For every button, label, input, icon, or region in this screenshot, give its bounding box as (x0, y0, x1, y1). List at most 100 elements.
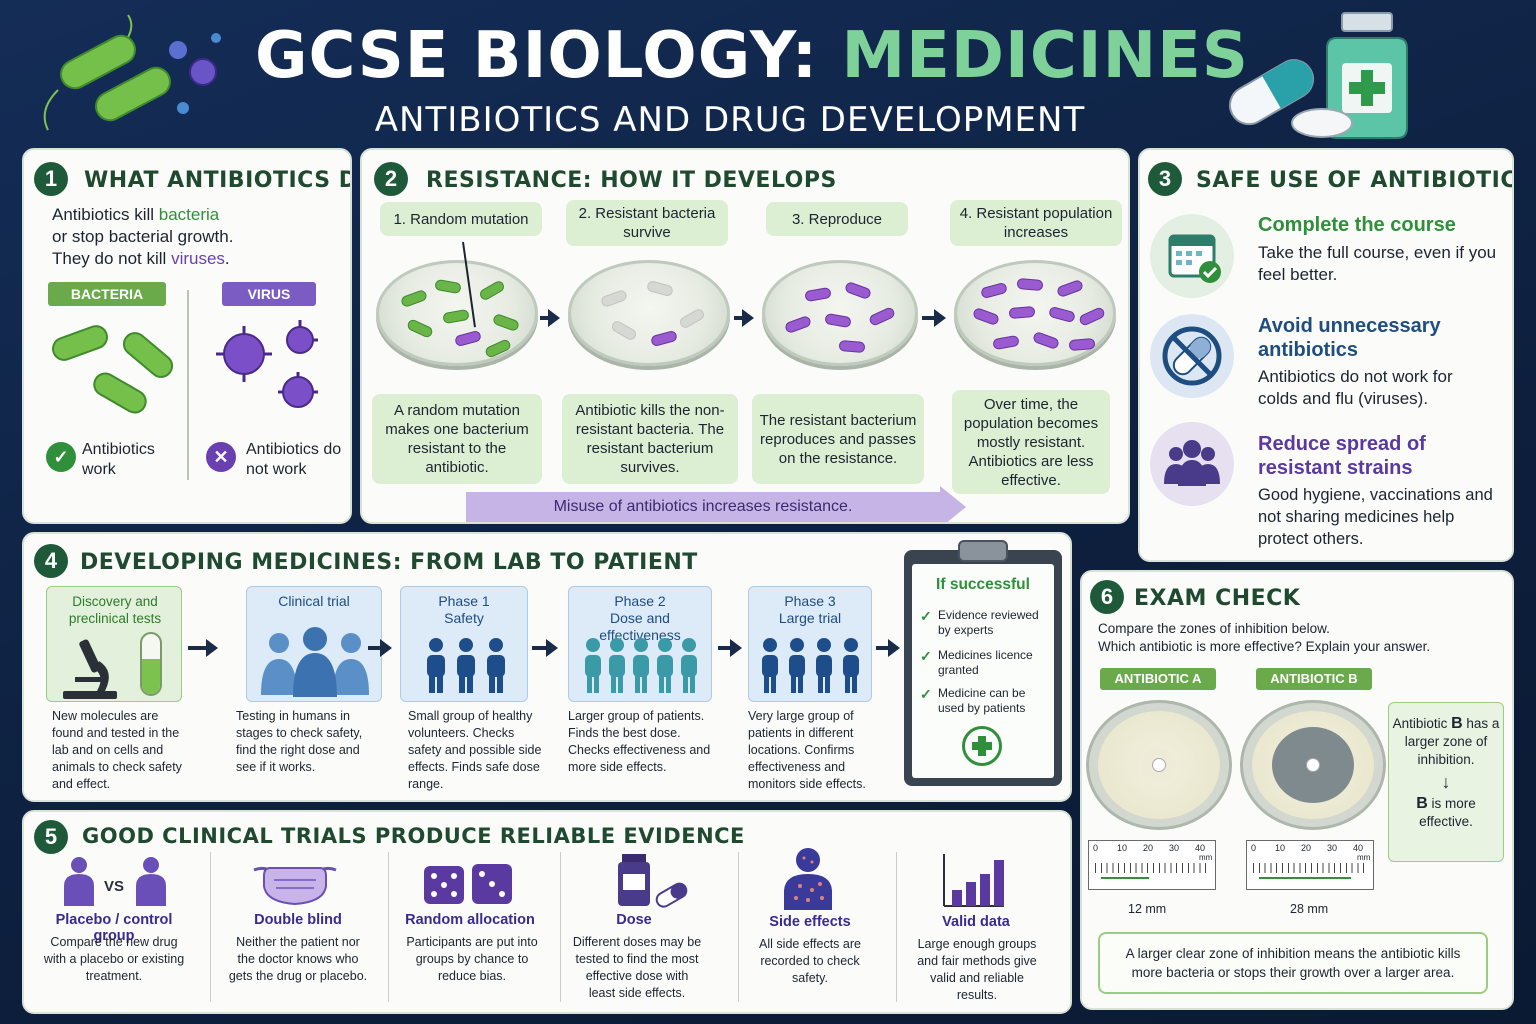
arrow (734, 316, 744, 320)
dice-icon (424, 864, 512, 904)
title-part1: GCSE BIOLOGY: (255, 19, 842, 93)
microscope-icon (63, 639, 117, 699)
no-pills-icon (1150, 314, 1234, 398)
zone-b (1272, 727, 1354, 803)
safe-use-text-2: Antibiotics do not work for colds and fl… (1258, 367, 1453, 408)
section-number: 5 (34, 820, 68, 854)
zone-a-measure: 12 mm (1128, 902, 1167, 916)
control-person-icon (136, 857, 166, 906)
stage-desc-phase-1: Small group of healthy volunteers. Check… (408, 709, 542, 791)
title-part2: MEDICINES (841, 19, 1249, 93)
section-title: WHAT ANTIBIOTICS DO (84, 168, 352, 193)
people-large-group-icon (762, 638, 859, 693)
misuse-arrow-head (940, 486, 966, 522)
ruler-b: 0 10 20 30 40 mm (1246, 840, 1374, 890)
stage-phase-3: Phase 3 Large trial (748, 586, 872, 702)
answer-1: Antibiotic B has a larger zone of inhibi… (1392, 715, 1500, 767)
step-label-2: 2. Resistant bacteria survive (566, 200, 728, 246)
section-title: EXAM CHECK (1134, 586, 1301, 611)
group-people-icon (1150, 422, 1234, 506)
step-label-4: 4. Resistant population increases (950, 200, 1122, 246)
clipboard-clip (958, 540, 1008, 562)
petri-dish-2 (568, 260, 730, 366)
cross-icon: ✕ (206, 442, 236, 472)
pills-bottle-icon (1228, 12, 1408, 139)
arrow-head (934, 309, 946, 327)
dish-antibiotic-a (1086, 700, 1232, 830)
divider (896, 852, 897, 1002)
trial-title-2: Double blind (254, 912, 342, 928)
success-item-2: Medicines licence granted (938, 648, 1033, 677)
section-title: DEVELOPING MEDICINES: FROM LAB TO PATIEN… (80, 550, 698, 575)
trial-title-1: Placebo / control group (55, 912, 173, 944)
clipboard-success: If successful ✓ Evidence reviewed by exp… (904, 540, 1062, 786)
antibiotic-b-label: ANTIBIOTIC B (1256, 668, 1372, 690)
divider (738, 852, 739, 1002)
misuse-text: Misuse of antibiotics increases resistan… (553, 498, 853, 515)
arrow (368, 646, 382, 650)
arrow (718, 646, 732, 650)
section-number: 1 (34, 162, 68, 196)
side-effects-person-icon (784, 848, 832, 910)
zone-b-measure: 28 mm (1290, 902, 1329, 916)
test-tube-icon (140, 632, 162, 696)
trial-title-4: Dose (616, 912, 652, 928)
stage-clinical-trial: Clinical trial (246, 586, 382, 702)
people-group-icon (261, 627, 369, 697)
bacteria-label: BACTERIA (48, 282, 166, 306)
bar-chart-icon (943, 854, 1004, 907)
arrow-head (730, 639, 742, 657)
arrow-head (888, 639, 900, 657)
section-title: GOOD CLINICAL TRIALS PRODUCE RELIABLE EV… (82, 824, 745, 848)
arrow-head (380, 639, 392, 657)
medicine-bottle-icon (618, 854, 688, 908)
stage-desc-phase-3: Very large group of patients in differen… (748, 709, 866, 791)
divider (560, 852, 561, 1002)
trial-text-6: Large enough groups and fair methods giv… (917, 937, 1037, 1002)
check-icon: ✓ (46, 442, 76, 472)
arrow-head (546, 639, 558, 657)
misuse-arrow (466, 492, 940, 522)
success-check-1: ✓ (920, 608, 932, 624)
arrow (922, 316, 936, 320)
arrow-head (742, 309, 754, 327)
petri-dish-1 (376, 260, 538, 366)
calendar-check-icon (1150, 214, 1234, 298)
divider (210, 852, 211, 1002)
divider (187, 290, 189, 480)
dish-antibiotic-b (1240, 700, 1386, 830)
stage-title: Phase 3 (784, 593, 836, 609)
people-small-group-icon (427, 638, 505, 693)
trial-text-2: Neither the patient nor the doctor knows… (228, 935, 368, 983)
section-title: SAFE USE OF ANTIBIOTICS (1196, 168, 1514, 193)
petri-dish-3 (762, 260, 918, 366)
stage-subtitle: Large trial (778, 610, 842, 626)
section-safe-use: 3 SAFE USE OF ANTIBIOTICS Complete the c… (1138, 148, 1514, 562)
trial-title-3: Random allocation (405, 912, 535, 928)
success-item-3: Medicine can be used by patients (938, 686, 1026, 715)
exam-question-1: Compare the zones of inhibition below. (1098, 621, 1330, 636)
trial-text-1: Compare the new drug with a placebo or e… (43, 935, 185, 983)
ruler-a: 0 10 20 30 40 mm (1088, 840, 1216, 890)
subtitle: ANTIBIOTICS AND DRUG DEVELOPMENT (374, 100, 1086, 140)
section-clinical-trials: 5 GOOD CLINICAL TRIALS PRODUCE RELIABLE … (22, 810, 1072, 1014)
answer-2: B is more effective. (1416, 795, 1476, 829)
success-check-3: ✓ (920, 686, 932, 702)
stage-subtitle: Safety (444, 610, 484, 626)
medical-cross-icon (962, 726, 1002, 766)
stage-discovery: Discovery and preclinical tests (46, 586, 182, 702)
arrow-head (206, 639, 218, 657)
vs-text: VS (104, 878, 125, 895)
arrow (876, 646, 890, 650)
trial-text-4: Different doses may be tested to find th… (572, 935, 702, 1000)
safe-use-title-2: Avoid unnecessary antibiotics (1258, 315, 1441, 361)
exam-question-2: Which antibiotic is more effective? Expl… (1098, 639, 1431, 654)
section-developing-medicines: 4 DEVELOPING MEDICINES: FROM LAB TO PATI… (22, 532, 1072, 802)
section-number: 3 (1148, 162, 1182, 196)
stage-desc-phase-2: Larger group of patients. Finds the best… (568, 709, 711, 774)
stage-title: Clinical trial (278, 593, 350, 609)
section-title: RESISTANCE: HOW IT DEVELOPS (426, 168, 837, 193)
arrow (532, 646, 548, 650)
trial-title-6: Valid data (942, 914, 1010, 930)
section-number: 2 (374, 162, 408, 196)
